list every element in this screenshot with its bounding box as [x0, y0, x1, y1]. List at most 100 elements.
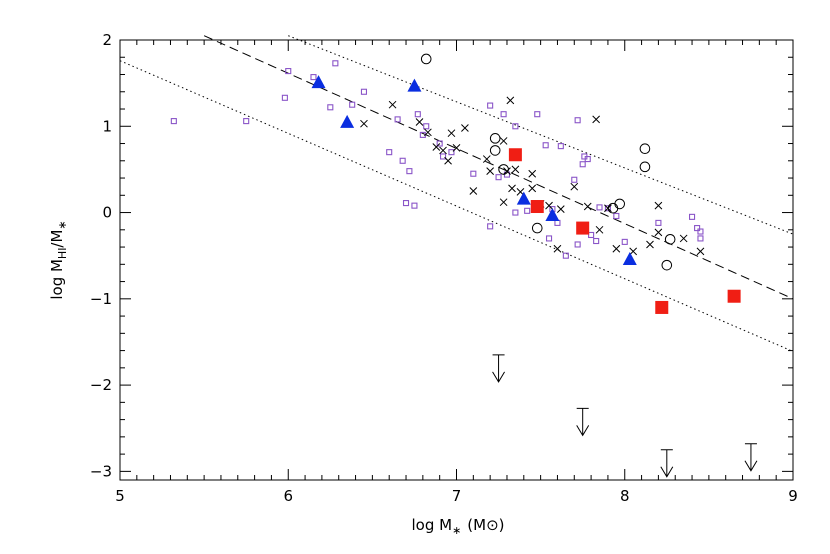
small-square-marker: [512, 209, 519, 216]
small-square-marker: [588, 231, 595, 239]
small-square-marker: [613, 212, 620, 220]
x-marker: [528, 184, 537, 193]
fit-line-dashed: [203, 35, 794, 300]
small-square-marker: [448, 149, 455, 156]
x-marker: [482, 155, 491, 163]
y-tick-label: −3: [90, 462, 112, 480]
small-square-marker: [562, 252, 569, 259]
upper-limit-arrow: [744, 443, 758, 472]
x-marker: [506, 96, 515, 105]
small-square-marker: [423, 123, 430, 130]
x-marker: [499, 137, 508, 145]
x-axis-label: log M∗(M⊙): [411, 516, 504, 537]
open-circle-marker: [420, 53, 432, 65]
small-square-marker: [310, 74, 317, 81]
small-square-marker: [545, 235, 553, 242]
x-tick-label: 6: [283, 487, 293, 505]
x-marker: [612, 244, 621, 253]
triangle-marker: [340, 114, 355, 128]
x-marker: [654, 201, 663, 210]
small-square-marker: [697, 235, 704, 242]
triangle-marker: [516, 191, 531, 205]
x-marker: [528, 169, 537, 178]
reference-lines: [119, 35, 794, 352]
x-marker: [499, 198, 508, 207]
small-square-marker: [406, 168, 413, 175]
small-square-marker: [495, 174, 502, 181]
open-circle-marker: [607, 202, 619, 214]
x-tick-label: 7: [452, 487, 462, 505]
triangle-marker: [407, 78, 422, 92]
x-marker: [696, 247, 705, 256]
x-axis-label-unit: (M⊙): [467, 516, 504, 534]
open-circle-marker: [639, 161, 651, 173]
y-axis-label-main: log M: [48, 259, 66, 300]
plot-frame: [119, 39, 794, 481]
x-marker: [646, 240, 654, 249]
triangle-marker: [622, 252, 637, 265]
x-marker: [388, 100, 397, 109]
open-circle-marker: [489, 133, 501, 144]
x-marker: [545, 201, 553, 210]
x-marker: [570, 182, 579, 191]
small-square-marker: [574, 241, 581, 248]
small-square-marker: [327, 104, 334, 111]
y-tick-label: −2: [90, 376, 112, 394]
small-square-marker: [360, 88, 368, 95]
small-square-marker: [281, 94, 288, 101]
x-marker: [629, 247, 638, 256]
small-square-marker: [414, 111, 421, 118]
small-square-marker: [470, 170, 477, 177]
small-square-marker: [285, 68, 292, 75]
open-circle-marker: [614, 198, 626, 210]
small-square-marker: [542, 142, 549, 149]
small-square-marker: [688, 213, 696, 220]
small-square-marker: [593, 237, 600, 245]
x-marker: [452, 143, 461, 152]
filled-square-marker: [727, 289, 741, 303]
x-marker: [486, 167, 495, 175]
small-square-marker: [697, 228, 704, 235]
y-tick-label: 1: [102, 117, 112, 135]
y-tick-label: −1: [90, 290, 112, 308]
y-tick-label: 0: [102, 204, 112, 222]
small-square-marker: [487, 223, 494, 230]
y-tick-label: 2: [102, 31, 112, 49]
x-marker: [511, 165, 520, 174]
small-square-marker: [399, 157, 406, 164]
small-square-marker: [524, 207, 531, 214]
filled-square-marker: [530, 200, 544, 214]
x-marker: [595, 225, 604, 234]
x-marker: [424, 128, 432, 137]
scatter-line-dotted: [288, 35, 794, 235]
x-marker: [444, 156, 452, 165]
y-axis-label: log MHI/M∗: [48, 220, 69, 299]
y-axis-label-sub-star: ∗: [56, 220, 69, 229]
x-tick-label: 8: [620, 487, 630, 505]
open-circle-marker: [498, 164, 509, 175]
small-square-marker: [394, 116, 401, 123]
x-marker: [556, 205, 565, 213]
x-marker: [439, 146, 447, 155]
x-marker: [654, 228, 663, 237]
small-square-marker: [557, 143, 564, 150]
small-square-marker: [655, 219, 662, 226]
x-marker: [432, 143, 441, 151]
x-marker: [461, 124, 469, 132]
x-tick-label: 9: [788, 487, 798, 505]
small-square-marker: [584, 156, 591, 163]
small-square-marker: [534, 111, 541, 118]
upper-limit-arrow: [492, 354, 505, 383]
x-marker: [592, 115, 601, 124]
open-circle-marker: [661, 259, 673, 271]
x-marker: [469, 187, 478, 195]
small-square-marker: [579, 161, 586, 168]
filled-square-marker: [655, 300, 669, 314]
small-square-marker: [349, 101, 356, 108]
x-marker: [679, 234, 688, 243]
plot-border: [119, 39, 794, 481]
small-square-marker: [439, 153, 447, 160]
triangle-marker: [545, 208, 560, 221]
x-marker: [508, 184, 516, 193]
